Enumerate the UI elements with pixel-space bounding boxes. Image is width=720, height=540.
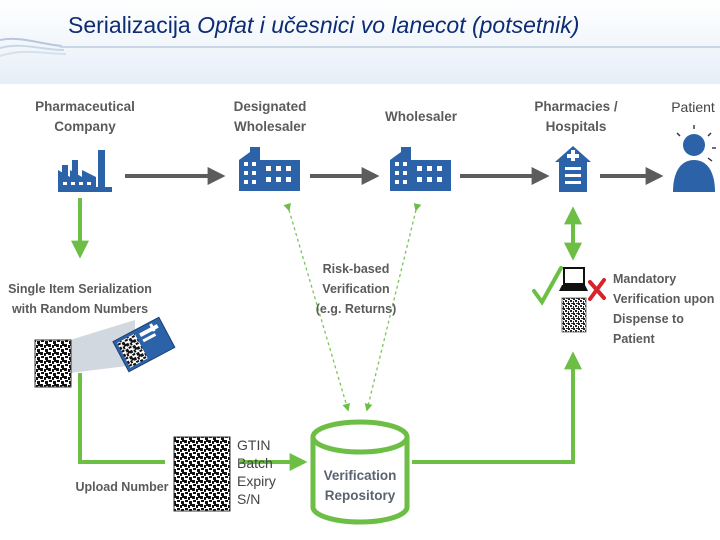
pharma-label-line2: Company [54, 119, 116, 134]
slide-title-sub: Opfat i učesnici vo lanecot (potsetnik) [197, 12, 580, 38]
green-arrow-repository-to-pharmacy [412, 351, 582, 464]
upload-number-label: Upload Number [75, 480, 168, 494]
patient-icon [673, 125, 716, 192]
code-fields-list: GTIN Batch Expiry S/N [237, 437, 276, 507]
slide-header: Serializacija Opfat i učesnici vo laneco… [0, 0, 720, 84]
building-icon [239, 147, 300, 191]
pharma-label-line1: Pharmaceutical [35, 99, 135, 114]
datamatrix-icon [561, 297, 587, 333]
factory-icon [58, 150, 112, 192]
repository-label-line2: Repository [325, 488, 396, 503]
designated-label-line1: Designated [234, 99, 307, 114]
header-decoration [0, 37, 67, 57]
wholesaler-label: Wholesaler [385, 109, 458, 124]
mandatory-label-line1: Mandatory [613, 272, 676, 286]
building-icon [390, 147, 451, 191]
repository-label-line1: Verification [324, 468, 397, 483]
dashed-arrow-designated-repository [283, 202, 350, 412]
serialization-label-line1: Single Item Serialization [8, 282, 152, 296]
database-cylinder-icon [310, 419, 410, 525]
code-field-gtin: GTIN [237, 437, 270, 453]
cross-icon [588, 278, 606, 301]
supply-chain-diagram: Pharmaceutical Company Designated Wholes… [8, 99, 716, 525]
code-field-expiry: Expiry [237, 473, 276, 489]
factory-windows [63, 182, 91, 185]
slide-title: Serializacija Opfat i učesnici vo laneco… [68, 12, 579, 39]
datamatrix-icon [34, 339, 72, 388]
designated-label-line2: Wholesaler [234, 119, 307, 134]
medicine-pack-icon [112, 316, 176, 373]
mandatory-label-line2: Verification upon [613, 292, 714, 306]
dashed-arrow-wholesaler-repository [364, 203, 422, 412]
risk-label-line3: (e.g. Returns) [316, 302, 397, 316]
patient-label: Patient [671, 99, 715, 115]
pharmacies-label-line2: Hospitals [546, 119, 607, 134]
mandatory-label-line4: Patient [613, 332, 656, 346]
pharmacy-icon [555, 146, 591, 192]
datamatrix-icon [173, 436, 231, 512]
slide-title-main: Serializacija [68, 12, 191, 38]
code-field-sn: S/N [237, 491, 260, 507]
risk-label-line2: Verification [322, 282, 389, 296]
checkmark-icon [532, 266, 563, 306]
risk-label-line1: Risk-based [323, 262, 390, 276]
green-line-upload [78, 373, 165, 464]
header-rule [60, 46, 720, 48]
code-field-batch: Batch [237, 455, 273, 471]
serialization-label-line2: with Random Numbers [11, 302, 148, 316]
scan-beam [70, 320, 135, 373]
laptop-icon [559, 267, 588, 291]
mandatory-label-line3: Dispense to [613, 312, 684, 326]
pharmacies-label-line1: Pharmacies / [534, 99, 618, 114]
